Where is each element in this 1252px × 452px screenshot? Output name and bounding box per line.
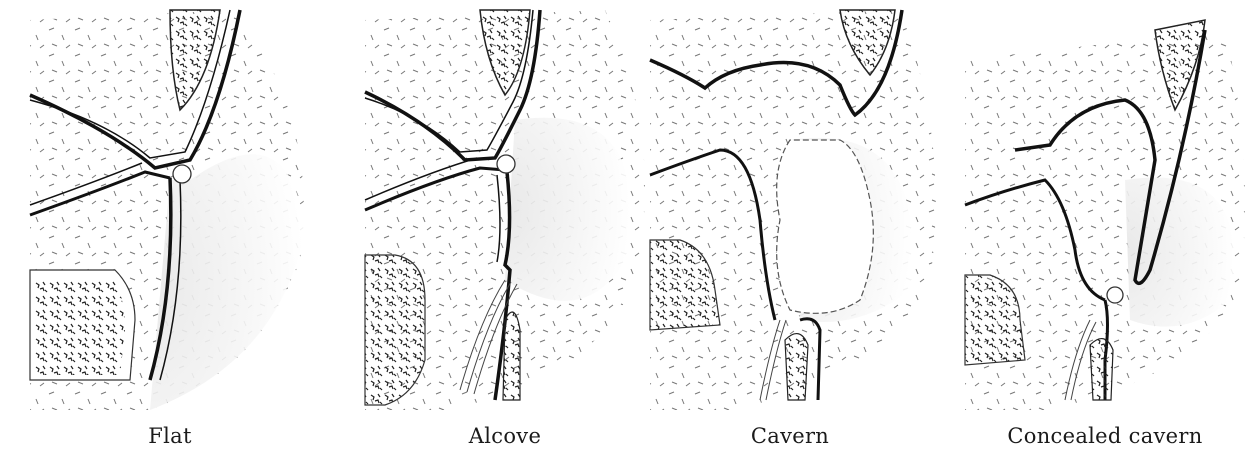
panel-concealed-cavern: Concealed cavern <box>955 0 1252 452</box>
alcove-illustration <box>355 0 655 410</box>
concealed-cavern-illustration <box>955 0 1252 410</box>
caption-concealed-cavern: Concealed cavern <box>955 424 1252 448</box>
panel-alcove: Alcove <box>355 0 655 452</box>
panel-cavern: Cavern <box>640 0 940 452</box>
caption-alcove: Alcove <box>355 424 655 448</box>
caption-flat: Flat <box>20 424 320 448</box>
panel-flat: Flat <box>20 0 320 452</box>
cavern-illustration <box>640 0 940 410</box>
flat-illustration <box>20 0 320 410</box>
caption-cavern: Cavern <box>640 424 940 448</box>
